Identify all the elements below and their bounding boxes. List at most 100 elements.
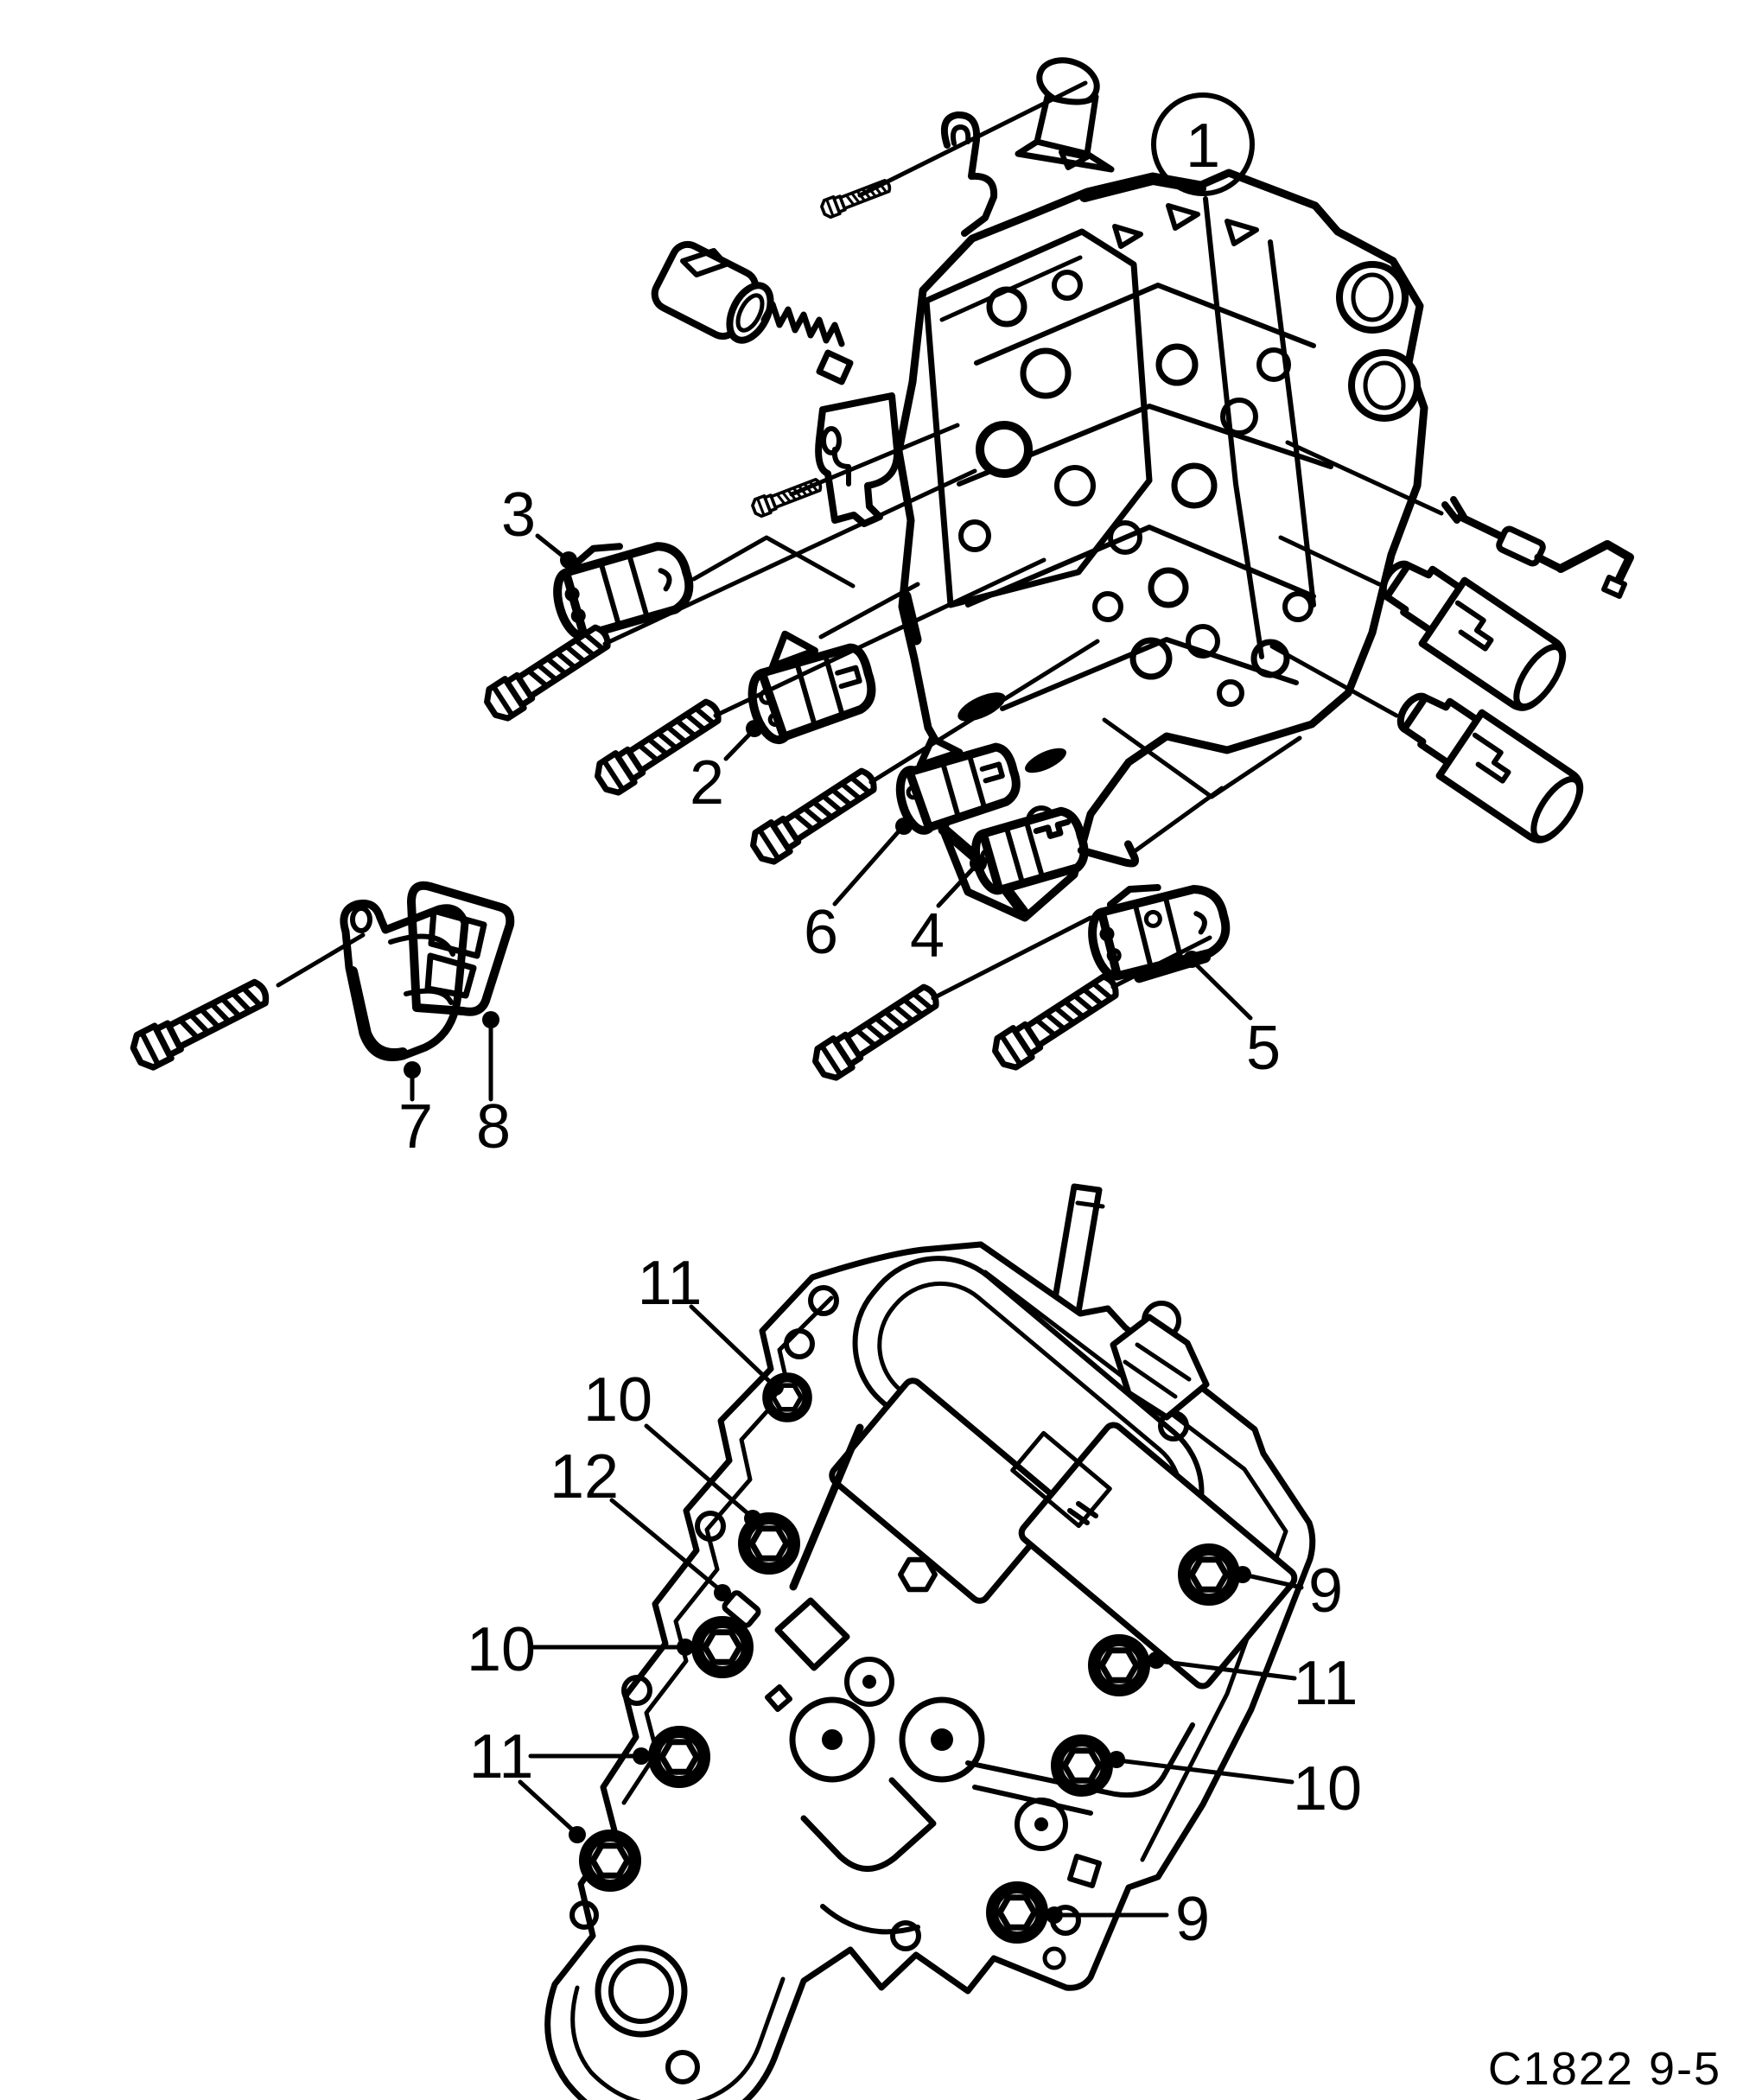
leader-line <box>936 866 976 908</box>
leader-line <box>789 423 960 497</box>
leader-line <box>1123 1759 1295 1785</box>
bolt-axis-line <box>602 468 977 646</box>
bolt-axis-line <box>1110 935 1212 990</box>
leader-line <box>609 1498 720 1590</box>
plate-port <box>608 1958 674 2024</box>
cover-detail <box>1010 1430 1112 1529</box>
gasket-hole <box>665 2050 700 2084</box>
leader-dot <box>677 1639 694 1656</box>
leader-dot <box>970 855 987 872</box>
leader-line <box>1249 1574 1304 1590</box>
bolt-7 <box>129 975 272 1072</box>
bolt-axis-line <box>868 639 1100 785</box>
leader-dot <box>714 1584 731 1601</box>
callout-11-top: 11 <box>638 1249 703 1318</box>
callout-2: 2 <box>690 748 724 818</box>
callout-10-top: 10 <box>583 1365 652 1435</box>
callout-1-circle <box>1151 92 1255 196</box>
leader-line <box>1193 962 1253 1021</box>
line-pressure-solenoid <box>651 240 854 385</box>
accumulator-cover <box>1018 1422 1298 1690</box>
leader-line <box>1269 644 1399 718</box>
leader-dot <box>895 818 913 835</box>
cover-7 <box>340 899 469 1061</box>
hook-clip <box>941 111 998 237</box>
bolt-axis-line <box>931 915 1093 1001</box>
callout-4: 4 <box>910 901 945 970</box>
plate-inner-edge <box>570 1976 786 2100</box>
cover-detail <box>1067 1501 1098 1525</box>
plate-port <box>595 1944 688 2038</box>
leader-dot <box>1234 1566 1251 1583</box>
leader-dot <box>1183 951 1200 968</box>
detent-mechanism <box>765 1423 1195 1935</box>
callout-12: 12 <box>550 1442 619 1511</box>
bolt-9-right <box>1184 1550 1234 1600</box>
leader-dot <box>1148 1651 1165 1669</box>
callout-11-right: 11 <box>1294 1649 1358 1718</box>
leader-dot <box>744 1510 761 1527</box>
bolt-5 <box>990 970 1123 1072</box>
callout-1: 1 <box>1186 111 1220 181</box>
bolt-10-left <box>697 1622 747 1672</box>
callout-6: 6 <box>804 898 838 967</box>
solenoid-4 <box>971 806 1140 895</box>
bracket-screw <box>749 474 825 519</box>
leader-line <box>518 1779 575 1832</box>
leader-line <box>1285 440 1444 516</box>
bolt-11-right <box>1094 1640 1144 1690</box>
leader-dot <box>1046 1906 1063 1924</box>
callout-9-right: 9 <box>1308 1556 1343 1626</box>
leader-line <box>723 731 753 761</box>
valve-body-assembly <box>894 169 1428 922</box>
bolt-4 <box>811 980 943 1083</box>
leader-line <box>689 1304 773 1385</box>
bolt-11-left-a <box>654 1732 704 1782</box>
bolt-9-bottom <box>992 1887 1042 1938</box>
leader-line <box>857 80 1088 198</box>
hex-hole <box>898 1556 938 1593</box>
top-bracket <box>1015 57 1115 173</box>
gasket-hole <box>569 1900 599 1930</box>
gasket-hole <box>1042 1946 1066 1970</box>
leader-dot <box>633 1747 650 1765</box>
leader-line <box>1132 786 1225 854</box>
leader-line <box>1278 535 1382 587</box>
selector-rod <box>1285 440 1634 599</box>
exploded-view <box>129 57 1634 1083</box>
leader-dot <box>404 1061 421 1079</box>
gasket-8 <box>407 881 515 1016</box>
leader-line <box>1162 1659 1297 1681</box>
shift-solenoid-a <box>1379 560 1567 711</box>
callout-11-left: 11 <box>469 1722 534 1791</box>
solenoid-3 <box>553 542 694 640</box>
assembled-view <box>544 1183 1316 2100</box>
solenoid-2 <box>747 630 876 745</box>
callout-5: 5 <box>1246 1014 1281 1083</box>
accumulator-cover <box>829 1378 1064 1604</box>
leader-dot <box>746 720 763 737</box>
bolt-6 <box>748 764 881 867</box>
leader-line <box>832 829 901 907</box>
leader-dot <box>569 1826 586 1843</box>
shift-solenoid-b <box>1396 692 1584 843</box>
shift-rod-cap <box>1075 1200 1105 1209</box>
callout-10-left: 10 <box>467 1615 536 1684</box>
callout-9-bottom: 9 <box>1175 1885 1210 1954</box>
bolt-11-left-b <box>585 1836 635 1886</box>
leader-dot <box>767 1378 784 1396</box>
leader-dot <box>560 551 577 569</box>
leader-line <box>644 1423 750 1516</box>
bolt-3 <box>482 620 614 723</box>
bolt-axis-line <box>276 932 366 988</box>
callout-8: 8 <box>476 1092 511 1161</box>
leader-line <box>818 582 920 640</box>
leader-dot <box>482 1011 499 1028</box>
bolt-10-right <box>1057 1740 1107 1791</box>
callout-3: 3 <box>501 480 536 550</box>
leader-line <box>691 535 856 589</box>
leader-line <box>535 533 566 559</box>
retainer-bracket <box>815 392 901 527</box>
